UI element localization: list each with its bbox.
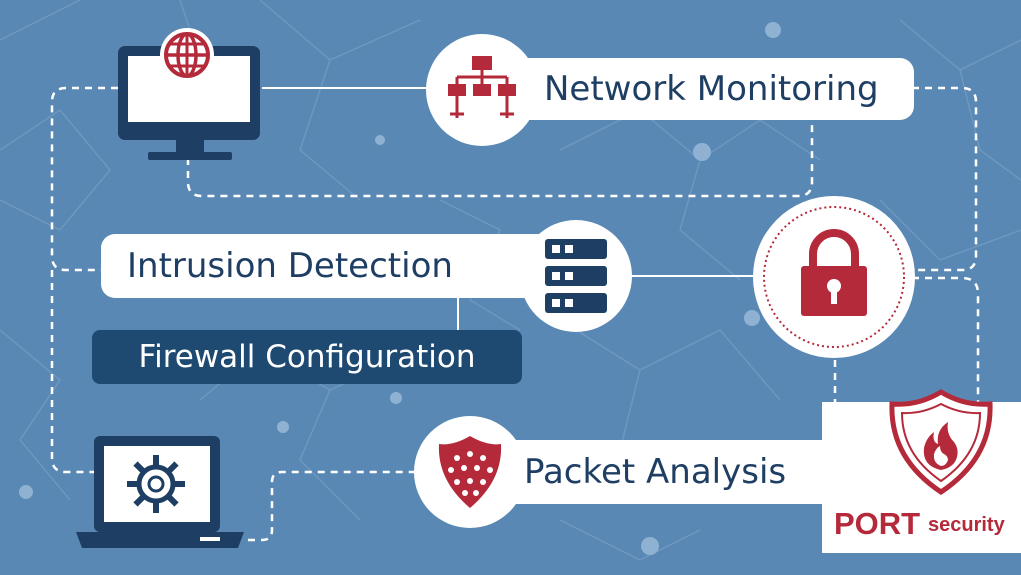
port-security-word-security: security — [928, 514, 1005, 536]
firewall-configuration-label-box: Firewall Configuration — [92, 330, 522, 384]
port-security-badge: PORT security — [822, 389, 1021, 553]
shield-dots-icon — [438, 436, 502, 508]
desktop-monitor-icon — [118, 46, 260, 160]
network-monitoring-node — [426, 34, 538, 146]
packet-analysis-label-box: Packet Analysis — [466, 440, 866, 504]
laptop-gear-icon — [76, 436, 244, 548]
network-monitoring-label: Network Monitoring — [544, 69, 879, 109]
network-monitoring-label-box: Network Monitoring — [470, 58, 914, 120]
intrusion-detection-label: Intrusion Detection — [127, 246, 453, 286]
firewall-configuration-label: Firewall Configuration — [138, 339, 476, 375]
packet-analysis-node — [414, 416, 526, 528]
port-security-word-port: PORT — [834, 506, 921, 541]
intrusion-detection-label-box: Intrusion Detection — [101, 234, 565, 298]
packet-analysis-label: Packet Analysis — [524, 452, 787, 492]
padlock-icon — [763, 206, 905, 348]
network-hierarchy-icon — [448, 56, 516, 118]
intrusion-detection-node — [520, 220, 632, 332]
solid-connectors — [262, 87, 762, 330]
padlock-node — [753, 196, 915, 358]
fire-shield-icon — [889, 389, 993, 496]
globe-icon — [160, 28, 214, 82]
server-rack-icon — [545, 239, 607, 313]
